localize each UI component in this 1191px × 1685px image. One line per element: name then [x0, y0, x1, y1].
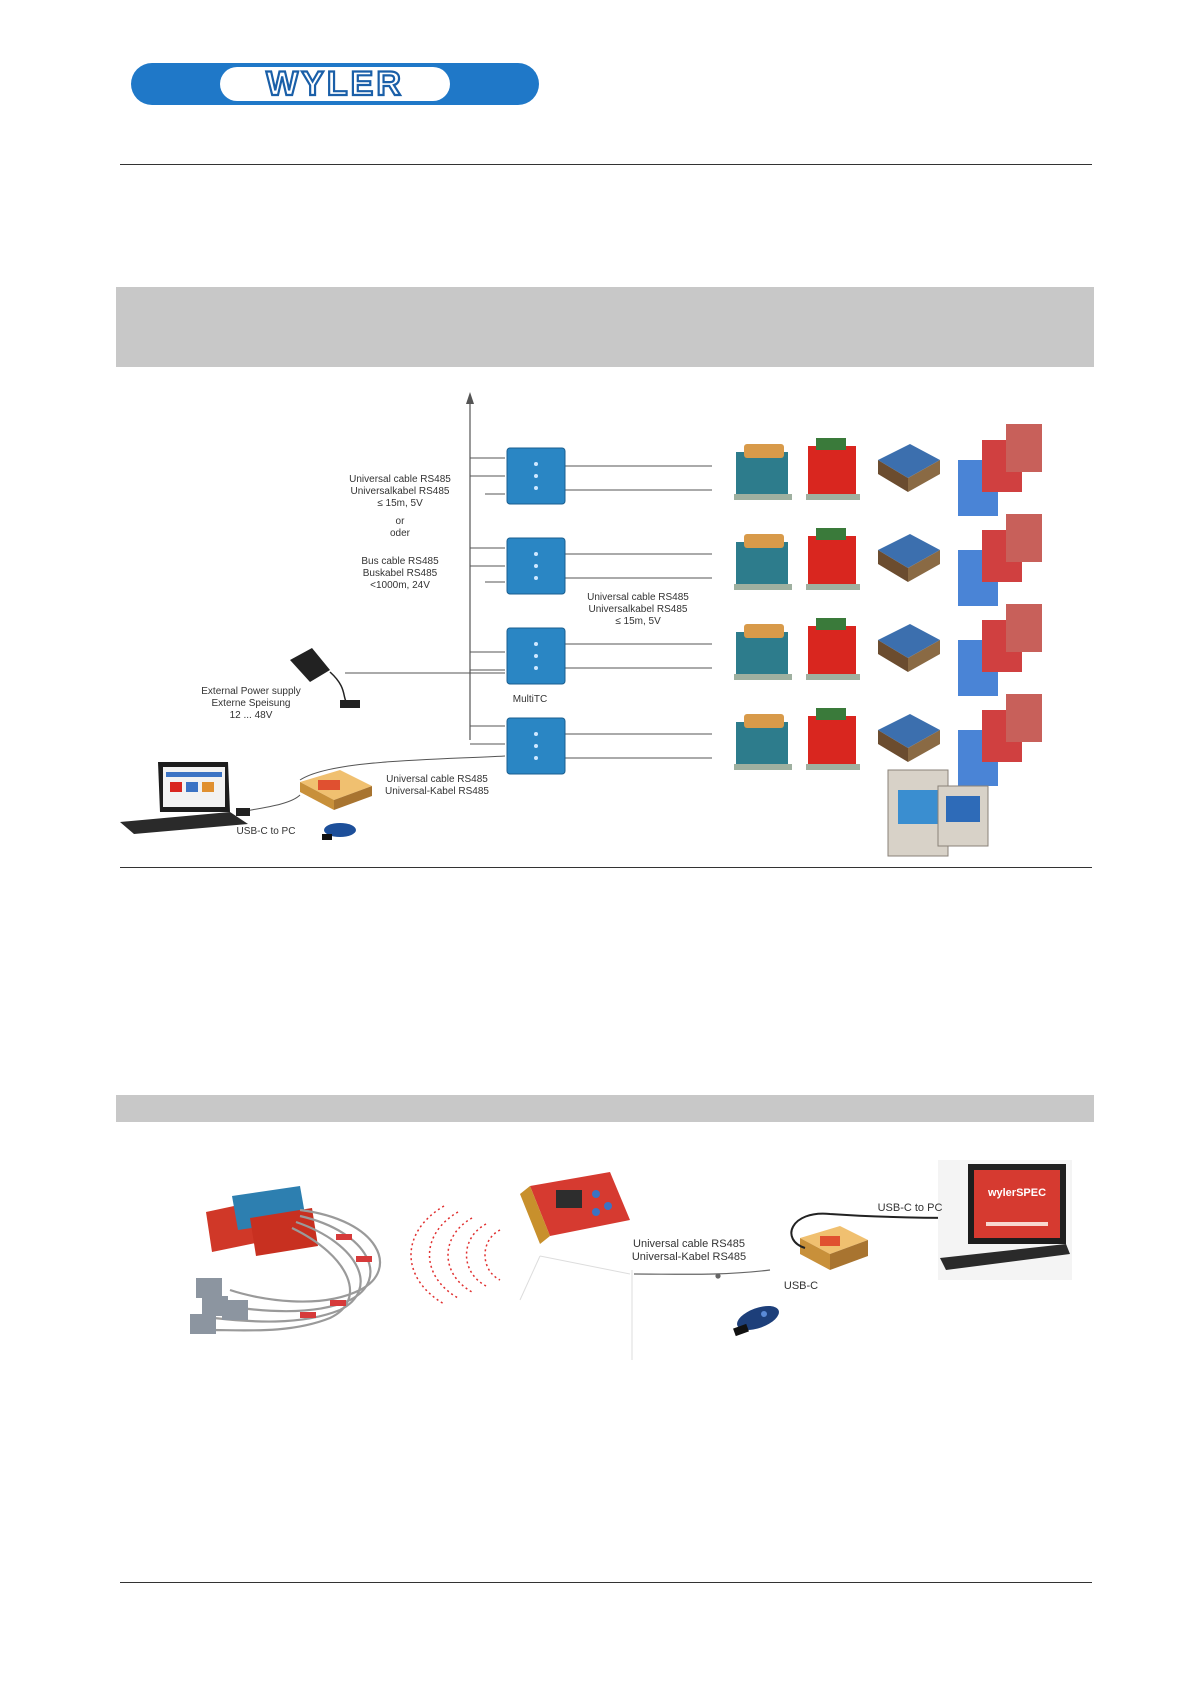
- wireless-beam: [519, 1255, 633, 1360]
- laptop-1: [120, 762, 248, 834]
- right-cable-line2: Universalkabel RS485: [588, 604, 688, 615]
- sensor-diagram: wylerSPEC: [190, 1160, 1072, 1360]
- footer-rule: [120, 1582, 1092, 1583]
- usb-connector-1: [236, 808, 250, 816]
- or-de-label: oder: [389, 528, 410, 539]
- or-en-label: or: [395, 516, 405, 527]
- usb-pc-text-2: USB-C to PC: [877, 1202, 943, 1214]
- usb-pc-label-2: USB-C to PC: [868, 1202, 952, 1214]
- diagram1-bottom-rule: [120, 867, 1092, 868]
- wyler-logo: WYLER: [130, 62, 540, 106]
- red-display-device: [520, 1172, 630, 1244]
- display-units-stack: [887, 769, 989, 857]
- multitc-label: MultiTC: [500, 694, 560, 706]
- bus-cable-line3: <1000m, 24V: [370, 580, 430, 591]
- bus-trunk-line: [466, 392, 474, 740]
- power-adapter: [290, 648, 360, 708]
- power-line2: Externe Speisung: [211, 698, 291, 709]
- left-cable-line1: Universal cable RS485: [349, 474, 451, 485]
- right-cable-line3: ≤ 15m, 5V: [615, 616, 661, 627]
- cable-label-2: Universal cable RS485 Universal-Kabel RS…: [626, 1238, 752, 1264]
- section-band-2: [116, 1095, 1094, 1122]
- device-row-3: [734, 604, 1042, 696]
- device-row-4: [734, 694, 1042, 786]
- usb-c-label: USB-C: [776, 1280, 826, 1292]
- remote-key-1: [322, 823, 356, 840]
- device-row-1: [734, 424, 1042, 516]
- left-cable-label: Universal cable RS485 Universalkabel RS4…: [330, 474, 470, 540]
- device-row-2: [734, 514, 1042, 606]
- laptop-screen-text: wylerSPEC: [987, 1187, 1046, 1199]
- wireless-waves: [410, 1205, 501, 1305]
- multitc-hub-1: [506, 447, 566, 505]
- usb-adapter-box: [800, 1226, 868, 1270]
- right-cable-label: Universal cable RS485 Universalkabel RS4…: [570, 592, 706, 628]
- left-cable-line2: Universalkabel RS485: [350, 486, 450, 497]
- bus-cable-line1: Bus cable RS485: [361, 556, 439, 567]
- power-line1: External Power supply: [201, 686, 301, 697]
- logo-graphic: WYLER: [131, 63, 539, 105]
- multitc-hub-3: [506, 627, 566, 685]
- bus-cable-line2: Buskabel RS485: [362, 568, 438, 579]
- usb-c-text: USB-C: [783, 1280, 819, 1292]
- bottom-cable-line2: Universal-Kabel RS485: [385, 786, 489, 797]
- multitc-text: MultiTC: [512, 694, 548, 705]
- laptop-2: wylerSPEC: [938, 1160, 1072, 1280]
- bottom-cable-label: Universal cable RS485 Universal-Kabel RS…: [372, 774, 502, 798]
- header-rule: [120, 164, 1092, 165]
- bottom-cable-line1: Universal cable RS485: [386, 774, 488, 785]
- usb-pc-text-1: USB-C to PC: [236, 826, 296, 837]
- remote-key-2: [733, 1305, 779, 1337]
- power-supply-label: External Power supply Externe Speisung 1…: [182, 686, 320, 722]
- usb-pc-label-1: USB-C to PC: [226, 826, 306, 838]
- multitc-hub-2: [506, 537, 566, 595]
- left-cable-line3: ≤ 15m, 5V: [377, 498, 423, 509]
- section-band-1: [116, 287, 1094, 367]
- device-connections: [565, 465, 712, 759]
- multitc-hub-4: [506, 717, 566, 775]
- network-diagram: [120, 392, 1042, 857]
- cable-2-line1: Universal cable RS485: [633, 1238, 745, 1250]
- power-line3: 12 ... 48V: [229, 710, 273, 721]
- bus-cable-label: Bus cable RS485 Buskabel RS485 <1000m, 2…: [330, 556, 470, 592]
- usb-cable-to-pc: [790, 1212, 961, 1249]
- pc-adapter-box: [300, 770, 372, 810]
- right-cable-line1: Universal cable RS485: [587, 592, 689, 603]
- logo-text: WYLER: [266, 65, 404, 103]
- cable-2-line2: Universal-Kabel RS485: [631, 1251, 747, 1263]
- sensor-cable-bundle: [190, 1186, 381, 1334]
- cable-to-adapter: [633, 1269, 771, 1279]
